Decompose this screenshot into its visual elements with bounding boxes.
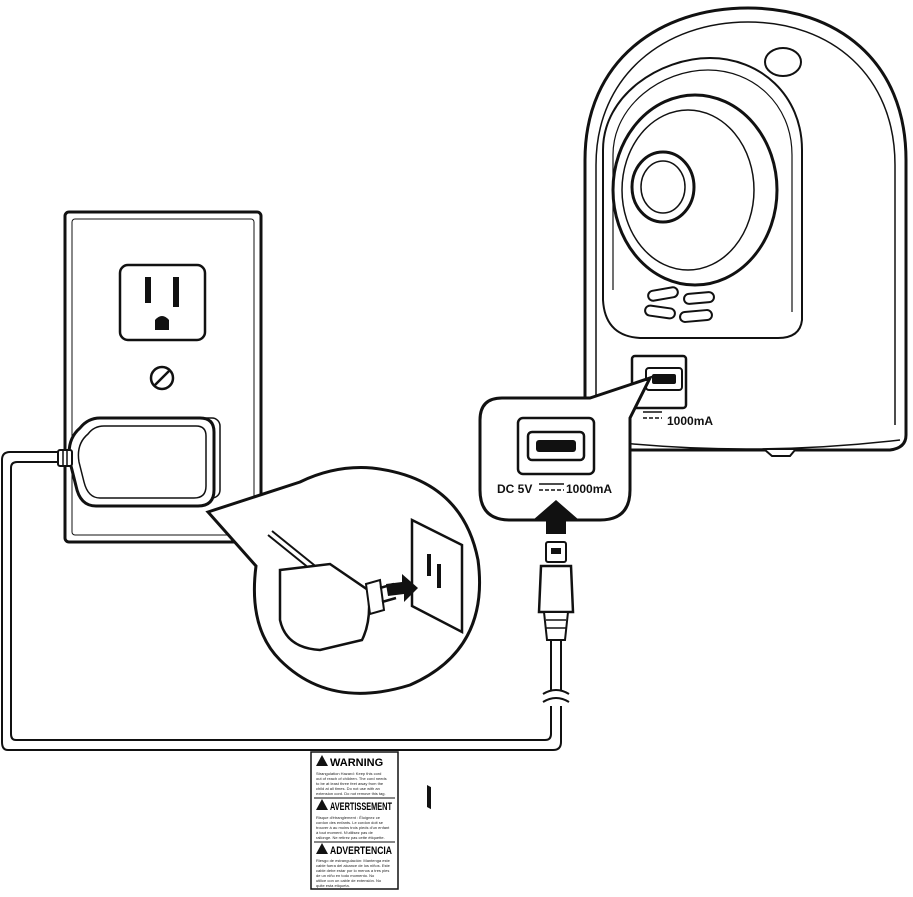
warning-body-line: Risque d'étranglement : Éloignez ce [316, 815, 381, 820]
warning-body-line: Strangulation Hazard: Keep this cord [316, 771, 381, 776]
warning-body-line: à tout moment. N'utilisez pas de [316, 830, 374, 835]
micro-usb-strain-relief [542, 611, 570, 641]
power-adapter-body [67, 416, 216, 508]
camera-lens-center [640, 160, 686, 214]
warning-body-line: extension cord. Do not remove this tag. [316, 791, 386, 796]
warning-triangle-icon [316, 799, 328, 810]
outlet-slot-right[interactable] [173, 277, 179, 307]
micro-usb-body [537, 564, 575, 614]
speaker-slot [679, 309, 713, 323]
port-callout-usb-tongue [536, 440, 576, 452]
camera-sensor [764, 47, 802, 77]
warning-body-line: quite esta etiqueta. [316, 883, 350, 888]
camera-foot [764, 449, 796, 457]
warning-tag-card [310, 751, 399, 890]
warning-heading: WARNING [330, 757, 383, 769]
warning-body-line: out of reach of children. The cord needs [316, 776, 387, 781]
port-callout-rating-suffix: 1000mA [566, 482, 612, 496]
warning-body-line: to be at least three feet away from the [316, 781, 384, 786]
power-cable [0, 451, 570, 751]
outlet-slot-left[interactable] [145, 277, 151, 303]
power-adapter-cable-boot [57, 449, 73, 467]
warning-body-line: cable debe estar por lo menos a tres pie… [316, 868, 389, 873]
warning-triangle-icon [316, 843, 328, 854]
callout-socket-slot-left [427, 785, 431, 810]
warning-body-line: cordon des enfants. Le cordon doit se [316, 820, 384, 825]
cable-break-mark [542, 697, 570, 703]
micro-usb-tip-tongue [551, 548, 561, 554]
warning-body-line: cable fuera del alcance de los niños. Es… [316, 863, 391, 868]
camera-rating-label: 1000mA [667, 414, 713, 428]
warning-heading: ADVERTENCIA [330, 845, 392, 857]
speaker-slot [644, 304, 676, 320]
warning-body-line: Riesgo de estrangulación: Mantenga este [316, 858, 391, 863]
warning-body-line: rallonge. Ne retirez pas cette étiquette… [316, 835, 385, 840]
callout-socket-slot-right [437, 564, 441, 588]
cable-break-mark [542, 689, 570, 695]
speaker-slot [683, 291, 715, 305]
port-callout: DC 5V 1000mA [478, 375, 653, 522]
outlet-face [118, 263, 207, 342]
warning-body-line: de un niño en todo momento. No [316, 873, 375, 878]
port-callout-rating-prefix: DC 5V [497, 482, 532, 496]
plug-in-arrow [533, 500, 579, 534]
callout-socket-slot-left-b [427, 554, 431, 576]
callout-insert-arrow [386, 574, 418, 602]
warning-heading: AVERTISSEMENT [330, 801, 392, 813]
camera-usb-port-tongue [652, 374, 676, 384]
power-adapter-edge [77, 425, 207, 499]
speaker-slot [647, 286, 679, 302]
callout-adapter-prong [381, 596, 397, 604]
wall-plate-screw-slot [154, 370, 170, 386]
warning-triangle-icon [316, 755, 328, 766]
adapter-callout [205, 466, 482, 810]
warning-section-es: ADVERTENCIA Riesgo de estrangulación: Ma… [316, 843, 392, 888]
warning-section-en: WARNING Strangulation Hazard: Keep this … [316, 755, 387, 796]
callout-adapter-prong-block [364, 578, 386, 616]
camera-body-inner-edge [595, 21, 896, 425]
outlet-ground-hole[interactable] [155, 316, 169, 330]
warning-section-fr: AVERTISSEMENT Risque d'étranglement : Él… [316, 799, 392, 840]
warning-body-line: utilice con un cable de extensión. No [316, 878, 382, 883]
warning-body-line: child at all times. Do not use with an [316, 786, 380, 791]
wall-plate-inner [71, 218, 255, 536]
micro-usb-plug [537, 541, 575, 641]
warning-body-line: trouver à au moins trois pieds d'un enfa… [316, 825, 390, 830]
camera-face-rim [612, 69, 793, 312]
power-adapter [57, 416, 216, 508]
camera: 1000mA [583, 6, 908, 457]
camera-base [594, 439, 901, 450]
warning-tag: WARNING Strangulation Hazard: Keep this … [310, 751, 399, 890]
